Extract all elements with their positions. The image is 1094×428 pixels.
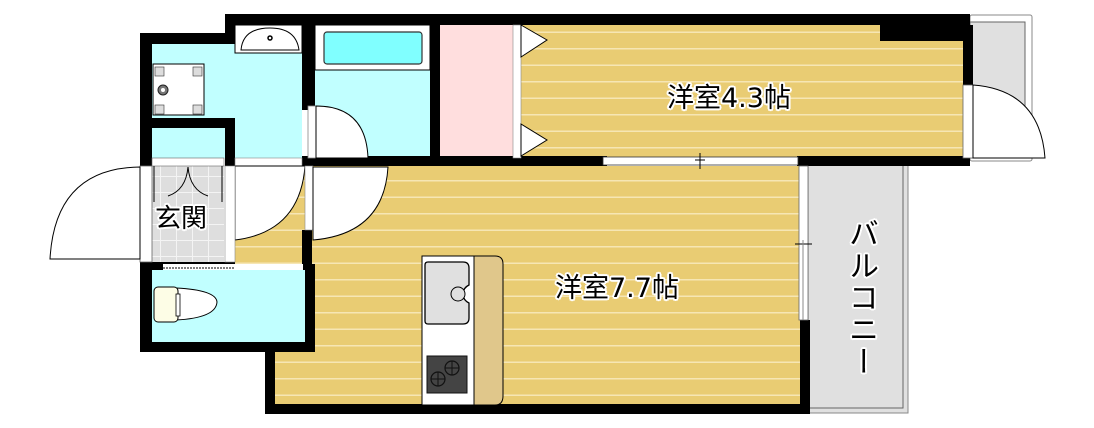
entrance-door[interactable] — [49, 165, 153, 263]
bathroom-door[interactable] — [307, 105, 369, 159]
western-room-large-floor — [312, 166, 804, 406]
shoe-closet-doors[interactable] — [151, 157, 225, 202]
wash-basin — [234, 24, 303, 54]
balcony — [807, 159, 909, 414]
balcony-window[interactable] — [795, 165, 812, 321]
kitchen-sink — [424, 261, 470, 325]
closet-doors[interactable] — [512, 24, 548, 159]
stove — [426, 355, 468, 394]
bathtub — [314, 24, 431, 71]
kitchen — [421, 255, 504, 406]
room-label-balcony: バルコニー — [843, 218, 878, 378]
sliding-partition[interactable] — [602, 153, 799, 169]
toilet-door[interactable] — [163, 264, 303, 270]
western-room-small-floor — [520, 25, 965, 158]
walls — [140, 14, 973, 414]
closet — [440, 25, 513, 158]
washing-machine — [152, 63, 205, 116]
toilet — [153, 286, 218, 323]
room-label-entrance: 玄関 — [155, 204, 208, 234]
entrance-floor — [152, 166, 224, 262]
room-label-western-large: 洋室7.7帖 — [555, 273, 679, 304]
balcony-door[interactable] — [962, 84, 1046, 159]
room-label-western-small: 洋室4.3帖 — [667, 83, 791, 114]
living-room-door[interactable] — [304, 165, 389, 241]
washroom-door[interactable] — [224, 157, 306, 263]
